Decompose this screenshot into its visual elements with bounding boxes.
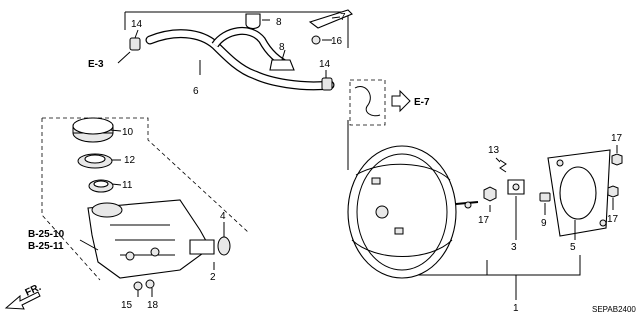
diagram-code: SEPAB2400 <box>592 305 636 314</box>
vacuum-hose-group <box>117 9 386 126</box>
master-cylinder-body <box>87 199 211 279</box>
hose-clip-8-top <box>245 13 261 30</box>
callout-17: 17 <box>611 133 623 144</box>
section-ref-b-25-11: B-25-11 <box>28 241 64 252</box>
callout-4: 4 <box>220 211 226 222</box>
hose-clamp-14-left <box>129 37 141 51</box>
nut-18 <box>145 279 155 289</box>
callout-8: 8 <box>276 17 282 28</box>
brake-booster-group <box>347 120 623 300</box>
bracket-7 <box>308 9 353 29</box>
nut-16 <box>133 281 143 291</box>
callout-14: 14 <box>319 59 331 70</box>
master-cylinder-piston <box>189 239 215 255</box>
callout-8: 8 <box>279 42 285 53</box>
vacuum-hose <box>145 29 335 91</box>
callout-17: 17 <box>607 214 619 225</box>
callout-17: 17 <box>478 215 490 226</box>
callout-12: 12 <box>124 155 136 166</box>
callout-14: 14 <box>131 19 143 30</box>
callout-10: 10 <box>122 127 134 138</box>
hose-clip-8-lower <box>269 59 295 71</box>
section-ref-e7-arrow <box>391 89 411 113</box>
callout-11: 11 <box>122 180 133 191</box>
pin-9 <box>539 192 551 202</box>
vacuum-tube <box>354 86 381 117</box>
clevis-pin-13 <box>499 159 507 173</box>
section-ref-e7: E-7 <box>414 97 430 108</box>
nut-17-top-right <box>611 153 623 166</box>
hose-clamp-14-right <box>321 77 333 91</box>
callout-5: 5 <box>570 242 576 253</box>
front-direction-arrow <box>4 291 41 310</box>
master-cylinder-o-ring <box>217 236 231 256</box>
brake-booster <box>347 145 457 279</box>
callout-2: 2 <box>210 272 216 283</box>
callout-6: 6 <box>193 86 199 97</box>
callout-13: 13 <box>488 145 500 156</box>
bolt-15 <box>311 35 321 45</box>
callout-15: 16 <box>331 36 343 47</box>
master-cylinder-group <box>41 117 249 297</box>
section-ref-b-25-10: B-25-10 <box>28 229 65 240</box>
callout-9: 9 <box>541 218 547 229</box>
callout-18: 18 <box>147 300 159 311</box>
section-ref-e3: E-3 <box>88 59 104 70</box>
callout-7: 7 <box>340 12 346 23</box>
nut-17-center <box>483 186 497 202</box>
nut-17-bottom-right <box>607 185 619 198</box>
callout-16: 15 <box>121 300 133 311</box>
callout-1: 1 <box>513 303 519 314</box>
callout-3: 3 <box>511 242 517 253</box>
